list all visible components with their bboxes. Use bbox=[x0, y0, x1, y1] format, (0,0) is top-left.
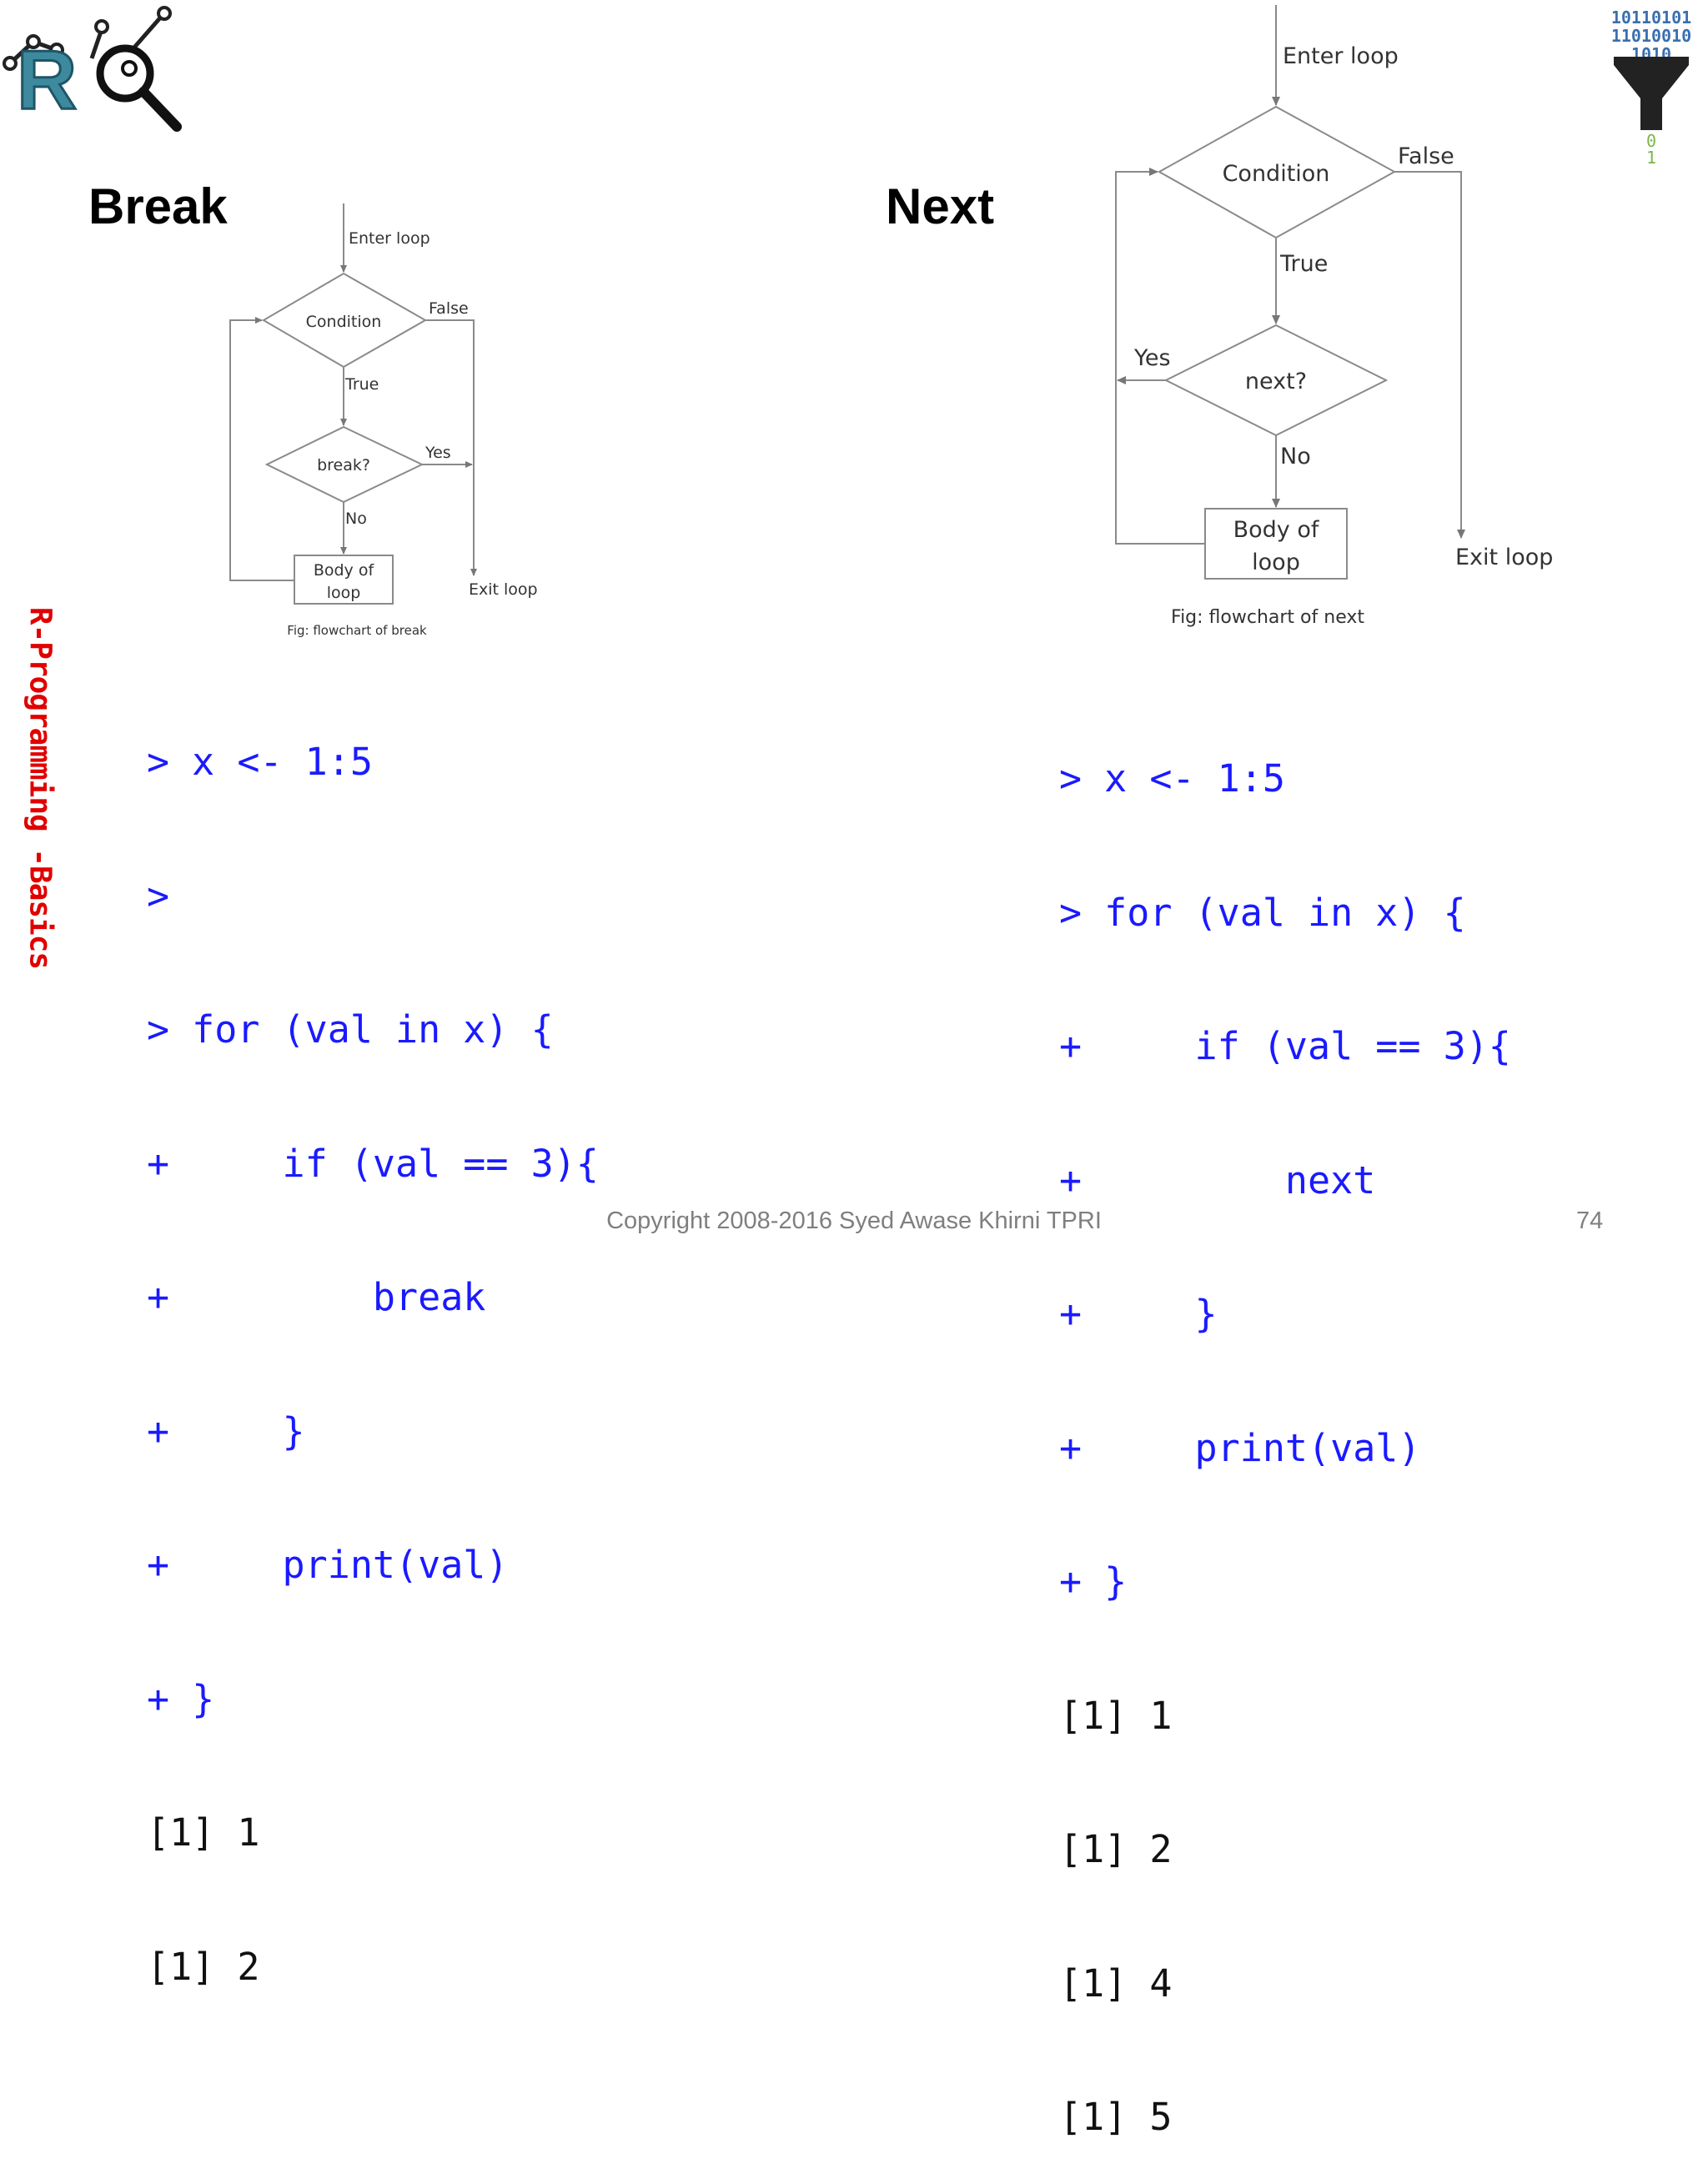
next-code-block: > x <- 1:5 > for (val in x) { + if (val … bbox=[1059, 667, 1511, 2184]
next-flow-body-line1: Body of bbox=[1233, 517, 1320, 543]
next-flow-condition: Condition bbox=[1223, 161, 1330, 187]
next-flow-no-label: No bbox=[1280, 444, 1311, 469]
code-line: + } bbox=[147, 1676, 215, 1721]
break-flow-condition: Condition bbox=[306, 313, 382, 331]
code-line: > bbox=[147, 873, 170, 918]
next-heading: Next bbox=[886, 178, 995, 234]
break-flow-true-label: True bbox=[344, 375, 379, 394]
code-line: + if (val == 3){ bbox=[147, 1141, 599, 1186]
code-line: > for (val in x) { bbox=[147, 1007, 554, 1052]
break-flow-enter-label: Enter loop bbox=[349, 229, 430, 248]
output-line: [1] 2 bbox=[147, 1944, 260, 1989]
binary-funnel-logo: 10110101 11010010 1010 0 1 bbox=[1597, 5, 1705, 172]
svg-text:1: 1 bbox=[1646, 148, 1656, 168]
side-label: R-Programming -Basics bbox=[23, 600, 58, 976]
next-flow-exit-label: Exit loop bbox=[1455, 545, 1553, 570]
next-flow-decision: next? bbox=[1245, 369, 1307, 394]
code-line: + break bbox=[147, 1275, 486, 1319]
r-magnifier-logo-icon: R bbox=[3, 6, 182, 132]
break-flow-exit-label: Exit loop bbox=[469, 580, 538, 599]
break-flow-false-label: False bbox=[429, 299, 469, 318]
code-line: > x <- 1:5 bbox=[1059, 756, 1285, 801]
next-flow-body-line2: loop bbox=[1252, 550, 1300, 575]
output-line: [1] 2 bbox=[1059, 1827, 1173, 1871]
next-flowchart: Enter loop Condition False True next? Ye… bbox=[1101, 0, 1585, 642]
break-flow-caption: Fig: flowchart of break bbox=[287, 623, 427, 638]
break-flow-decision: break? bbox=[317, 456, 370, 474]
output-line: [1] 4 bbox=[1059, 1961, 1173, 2006]
svg-text:11010010: 11010010 bbox=[1611, 26, 1691, 46]
code-line: > for (val in x) { bbox=[1059, 890, 1466, 935]
svg-text:0: 0 bbox=[1646, 131, 1656, 151]
code-line: + next bbox=[1059, 1157, 1376, 1202]
code-line: > x <- 1:5 bbox=[147, 740, 373, 784]
svg-text:10110101: 10110101 bbox=[1611, 8, 1691, 28]
break-heading: Break bbox=[88, 178, 228, 234]
output-line: [1] 5 bbox=[1059, 2095, 1173, 2139]
r-logo: R bbox=[0, 0, 188, 138]
next-flow-caption: Fig: flowchart of next bbox=[1171, 607, 1364, 628]
break-code-block: > x <- 1:5 > > for (val in x) { + if (va… bbox=[147, 650, 599, 2034]
page-number: 74 bbox=[1576, 1207, 1604, 1234]
code-line: + } bbox=[1059, 1292, 1218, 1336]
next-flow-false-label: False bbox=[1398, 143, 1454, 169]
next-flow-true-label: True bbox=[1279, 251, 1328, 277]
logo-letter: R bbox=[17, 33, 77, 127]
break-flow-body-line2: loop bbox=[327, 584, 361, 602]
output-line: [1] 1 bbox=[1059, 1693, 1173, 1738]
break-flowchart: Enter loop Condition False True break? Y… bbox=[217, 200, 550, 642]
break-flow-no-label: No bbox=[345, 510, 367, 528]
code-line: + } bbox=[147, 1408, 305, 1453]
side-label-text: R-Programming -Basics bbox=[23, 606, 58, 970]
break-flow-body-line1: Body of bbox=[314, 561, 375, 580]
code-line: + print(val) bbox=[147, 1543, 509, 1587]
code-line: + if (val == 3){ bbox=[1059, 1024, 1511, 1068]
copyright-footer: Copyright 2008-2016 Syed Awase Khirni TP… bbox=[606, 1207, 1102, 1234]
code-line: + print(val) bbox=[1059, 1425, 1421, 1470]
output-line: [1] 1 bbox=[147, 1810, 260, 1855]
next-flow-yes-label: Yes bbox=[1133, 345, 1171, 371]
funnel-icon: 10110101 11010010 1010 0 1 bbox=[1611, 8, 1691, 168]
code-line: + } bbox=[1059, 1559, 1128, 1604]
next-flow-enter-label: Enter loop bbox=[1283, 43, 1399, 69]
break-flow-yes-label: Yes bbox=[424, 444, 451, 462]
